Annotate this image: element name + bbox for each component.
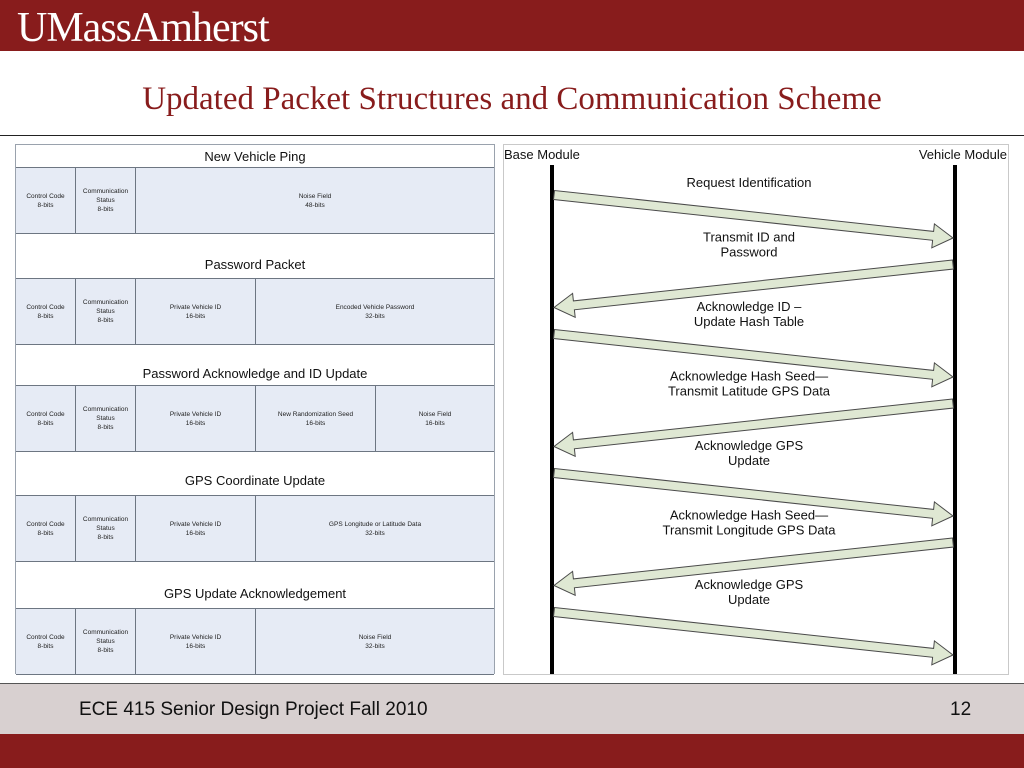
- message-arrow: [552, 328, 954, 388]
- message-label: Update: [728, 453, 770, 468]
- message-label: Acknowledge GPS: [695, 438, 804, 453]
- slide-title: Updated Packet Structures and Communicat…: [142, 81, 882, 117]
- message-label: Acknowledge Hash Seed—: [670, 369, 828, 384]
- vehicle-module-label: Vehicle Module: [919, 147, 1007, 162]
- message-label: Transmit ID and: [703, 230, 795, 245]
- base-module-label: Base Module: [504, 147, 580, 162]
- bottom-bar: [0, 734, 1024, 768]
- message-arrow: [552, 606, 954, 666]
- packet-title: New Vehicle Ping: [204, 149, 306, 164]
- communication-sequence-diagram: Base Module Vehicle Module Request Ident…: [503, 144, 1009, 675]
- packet-title: GPS Coordinate Update: [184, 473, 326, 488]
- page-number: 12: [950, 699, 972, 720]
- message-label: Transmit Longitude GPS Data: [663, 523, 837, 538]
- message-arrow: [553, 259, 955, 319]
- message-label: Password: [720, 245, 777, 260]
- packet-title: Password Acknowledge and ID Update: [142, 366, 368, 381]
- message-label: Acknowledge GPS: [695, 577, 804, 592]
- umass-logo: UMassAmherst: [17, 5, 270, 51]
- sequence-svg: Base Module Vehicle Module Request Ident…: [504, 147, 1007, 674]
- message-arrow: [552, 189, 954, 249]
- message-label: Update Hash Table: [694, 314, 804, 329]
- packet-title: GPS Update Acknowledgement: [163, 586, 347, 601]
- message-arrow: [553, 398, 955, 458]
- packet-title: Password Packet: [204, 257, 306, 272]
- footer-course: ECE 415 Senior Design Project Fall 2010: [79, 699, 428, 720]
- title-divider: [0, 135, 1024, 136]
- message-label: Transmit Latitude GPS Data: [668, 384, 831, 399]
- header-bar: UMassAmherst: [0, 0, 1024, 51]
- message-label: Update: [728, 592, 770, 607]
- footer-band: [0, 683, 1024, 735]
- message-arrow: [552, 467, 954, 527]
- message-label: Acknowledge Hash Seed—: [670, 508, 828, 523]
- message-label: Acknowledge ID –: [697, 299, 803, 314]
- message-label: Request Identification: [686, 175, 811, 190]
- message-arrow: [553, 537, 955, 597]
